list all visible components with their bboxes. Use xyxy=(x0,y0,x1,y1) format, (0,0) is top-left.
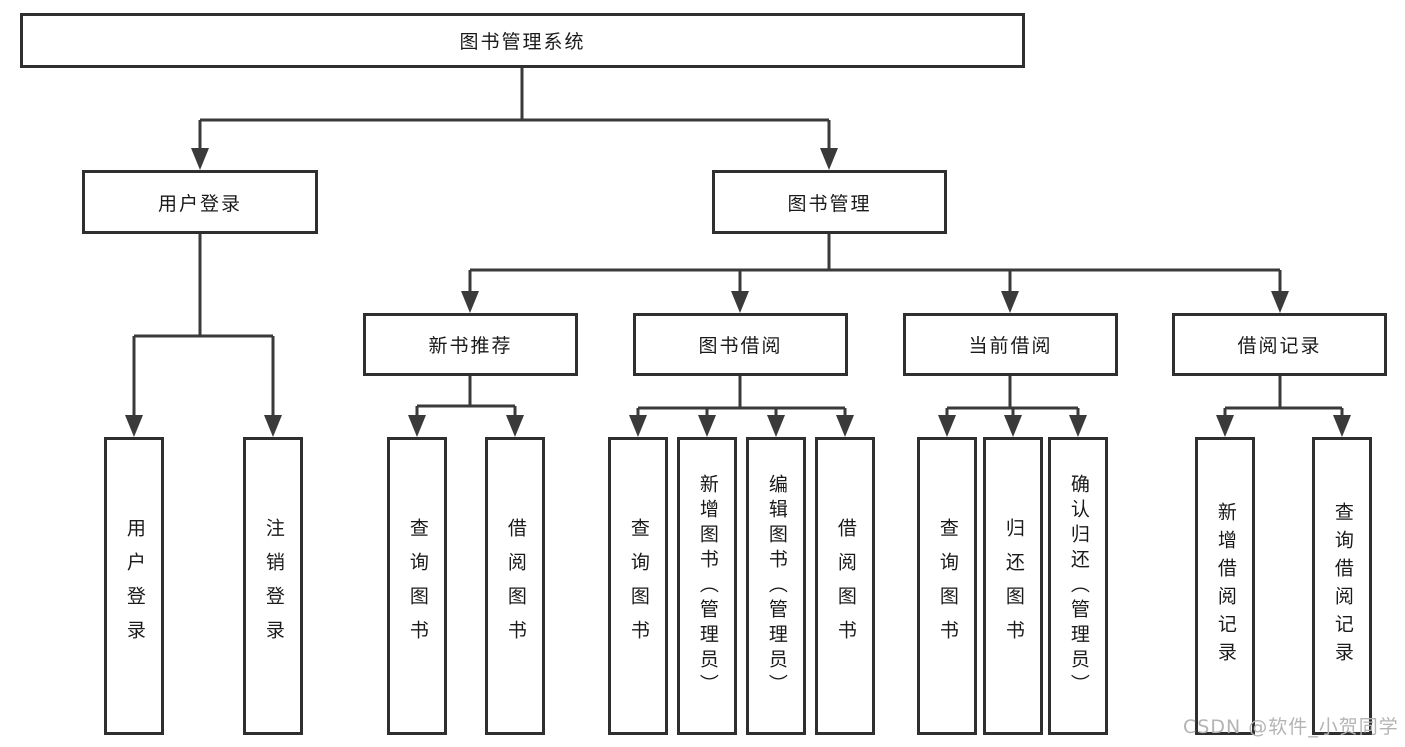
leaf-add-borrow-record: 新增借阅记录 xyxy=(1195,437,1255,735)
leaf-borrow-books-recommend: 借阅图书 xyxy=(485,437,545,735)
node-user-login-label: 用户登录 xyxy=(157,192,242,215)
leaf-borrow-books-label: 借阅图书 xyxy=(834,518,857,654)
connector-new-book-to-leaves xyxy=(408,376,524,437)
leaf-query-books-recommend: 查询图书 xyxy=(387,437,447,735)
leaf-add-books-admin: 新增图书（管理员） xyxy=(677,437,737,735)
arrowhead-icon xyxy=(820,148,838,170)
node-book-borrow-label: 图书借阅 xyxy=(698,335,783,357)
node-new-book-recommend: 新书推荐 xyxy=(363,313,578,376)
arrowhead-icon xyxy=(1216,415,1234,437)
arrowhead-icon xyxy=(629,415,647,437)
leaf-add-borrow-record-label: 新增借阅记录 xyxy=(1214,502,1237,670)
arrowhead-icon xyxy=(767,415,785,437)
leaf-borrow-books: 借阅图书 xyxy=(815,437,875,735)
connector-current-borrow-to-leaves xyxy=(938,376,1087,437)
leaf-logout: 注销登录 xyxy=(243,437,303,735)
leaf-query-borrow-record: 查询借阅记录 xyxy=(1312,437,1372,735)
leaf-user-login-label: 用户登录 xyxy=(123,518,146,654)
leaf-add-books-admin-label: 新增图书（管理员） xyxy=(696,473,719,699)
leaf-edit-books-admin: 编辑图书（管理员） xyxy=(746,437,806,735)
node-book-management: 图书管理 xyxy=(712,170,947,234)
leaf-logout-label: 注销登录 xyxy=(262,518,285,654)
leaf-user-login: 用户登录 xyxy=(104,437,164,735)
node-user-login: 用户登录 xyxy=(82,170,318,234)
node-book-management-label: 图书管理 xyxy=(787,192,872,215)
arrowhead-icon xyxy=(698,415,716,437)
arrowhead-icon xyxy=(264,415,282,437)
arrowhead-icon xyxy=(1333,415,1351,437)
leaf-borrow-books-recommend-label: 借阅图书 xyxy=(504,518,527,654)
node-borrow-records: 借阅记录 xyxy=(1172,313,1387,376)
arrowhead-icon xyxy=(506,415,524,437)
leaf-confirm-return-admin: 确认归还（管理员） xyxy=(1048,437,1108,735)
node-current-borrow-label: 当前借阅 xyxy=(968,335,1053,357)
leaf-query-books-current-label: 查询图书 xyxy=(936,518,959,654)
arrowhead-icon xyxy=(461,291,479,313)
leaf-return-books-label: 归还图书 xyxy=(1002,518,1025,654)
arrowhead-icon xyxy=(191,148,209,170)
arrowhead-icon xyxy=(1004,415,1022,437)
leaf-query-books-borrow-label: 查询图书 xyxy=(627,518,650,654)
connector-book-borrow-to-leaves xyxy=(629,376,854,437)
leaf-query-borrow-record-label: 查询借阅记录 xyxy=(1331,502,1354,670)
arrowhead-icon xyxy=(125,415,143,437)
leaf-query-books-current: 查询图书 xyxy=(917,437,977,735)
arrowhead-icon xyxy=(938,415,956,437)
node-root-label: 图书管理系统 xyxy=(459,31,586,53)
connector-root-to-level2 xyxy=(191,68,838,170)
node-book-borrow: 图书借阅 xyxy=(633,313,848,376)
node-new-book-recommend-label: 新书推荐 xyxy=(428,335,513,357)
connector-user-login-to-leaves xyxy=(125,234,282,437)
node-root-system: 图书管理系统 xyxy=(20,13,1025,68)
leaf-query-books-borrow: 查询图书 xyxy=(608,437,668,735)
leaf-edit-books-admin-label: 编辑图书（管理员） xyxy=(765,473,788,699)
leaf-query-books-recommend-label: 查询图书 xyxy=(406,518,429,654)
arrowhead-icon xyxy=(1001,291,1019,313)
node-borrow-records-label: 借阅记录 xyxy=(1237,335,1322,357)
arrowhead-icon xyxy=(1271,291,1289,313)
arrowhead-icon xyxy=(836,415,854,437)
leaf-return-books: 归还图书 xyxy=(983,437,1043,735)
connector-book-mgmt-to-level3 xyxy=(461,234,1289,313)
leaf-confirm-return-admin-label: 确认归还（管理员） xyxy=(1067,473,1090,699)
connector-borrow-records-to-leaves xyxy=(1216,376,1351,437)
arrowhead-icon xyxy=(1069,415,1087,437)
watermark: CSDN @软件_小贺同学 xyxy=(1183,716,1399,738)
arrowhead-icon xyxy=(408,415,426,437)
arrowhead-icon xyxy=(731,291,749,313)
node-current-borrow: 当前借阅 xyxy=(903,313,1118,376)
